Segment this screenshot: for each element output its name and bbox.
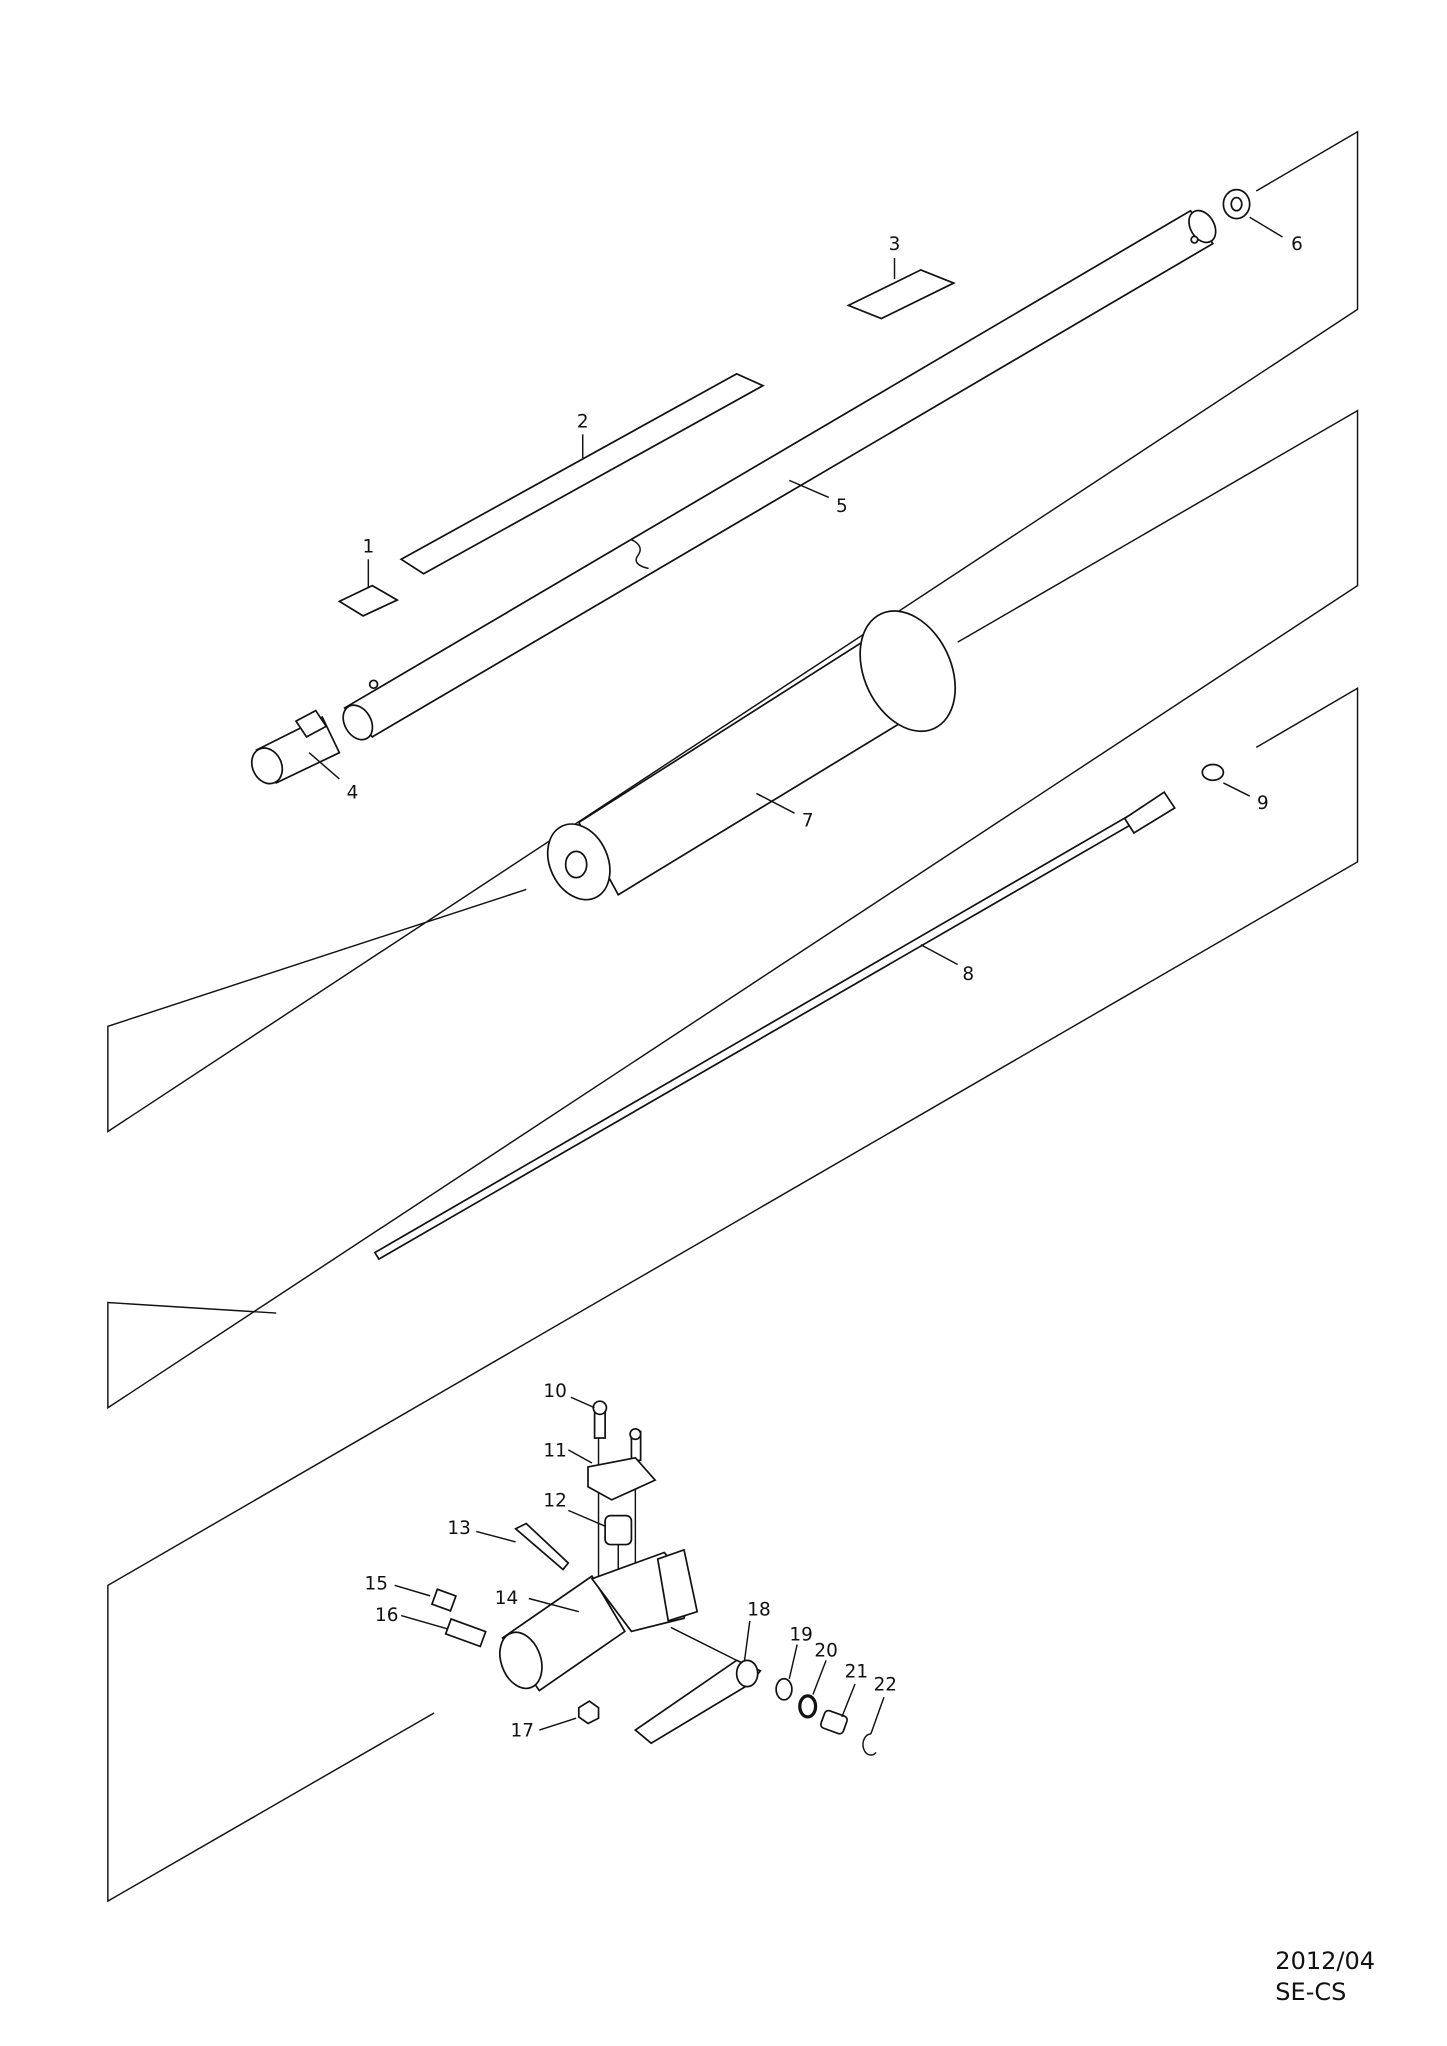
revision-date: 2012/04 — [1275, 1947, 1375, 1975]
callout-5: 5 — [836, 496, 848, 517]
callout-3: 3 — [889, 234, 901, 255]
grip-7 — [546, 610, 957, 901]
callout-22: 22 — [874, 1675, 897, 1696]
callout-16: 16 — [375, 1605, 398, 1626]
label-decal-1 — [337, 584, 400, 617]
leader-lines — [308, 216, 1283, 1735]
label-decal-3 — [846, 268, 956, 320]
callout-12: 12 — [543, 1490, 566, 1511]
document-footer: 2012/04 SE-CS — [1275, 1946, 1375, 2008]
callout-14: 14 — [495, 1588, 518, 1609]
model-code: SE-CS — [1275, 1978, 1347, 2006]
clip-9 — [1201, 763, 1225, 782]
callout-labels: 1 2 3 4 5 6 7 8 9 10 11 12 13 14 15 16 1… — [347, 234, 1303, 1741]
callout-13: 13 — [447, 1518, 470, 1539]
callout-7: 7 — [802, 810, 814, 831]
callout-8: 8 — [962, 964, 974, 985]
callout-6: 6 — [1291, 234, 1303, 255]
callout-19: 19 — [789, 1625, 812, 1646]
callout-9: 9 — [1257, 793, 1269, 814]
callout-4: 4 — [347, 783, 359, 804]
shaft-8 — [373, 790, 1176, 1261]
callout-15: 15 — [365, 1573, 388, 1594]
cap-4 — [250, 709, 341, 785]
callout-21: 21 — [845, 1661, 868, 1682]
callout-20: 20 — [814, 1640, 837, 1661]
bushing-6 — [1222, 188, 1251, 220]
panel-outlines — [107, 130, 1359, 1903]
callout-2: 2 — [577, 412, 589, 433]
lever-assembly — [430, 1400, 877, 1756]
callout-11: 11 — [543, 1440, 566, 1461]
callout-1: 1 — [362, 537, 374, 558]
label-decal-2 — [399, 372, 765, 575]
callout-10: 10 — [543, 1381, 566, 1402]
pipe-5 — [342, 209, 1217, 741]
callout-18: 18 — [747, 1600, 770, 1621]
callout-17: 17 — [511, 1721, 534, 1742]
